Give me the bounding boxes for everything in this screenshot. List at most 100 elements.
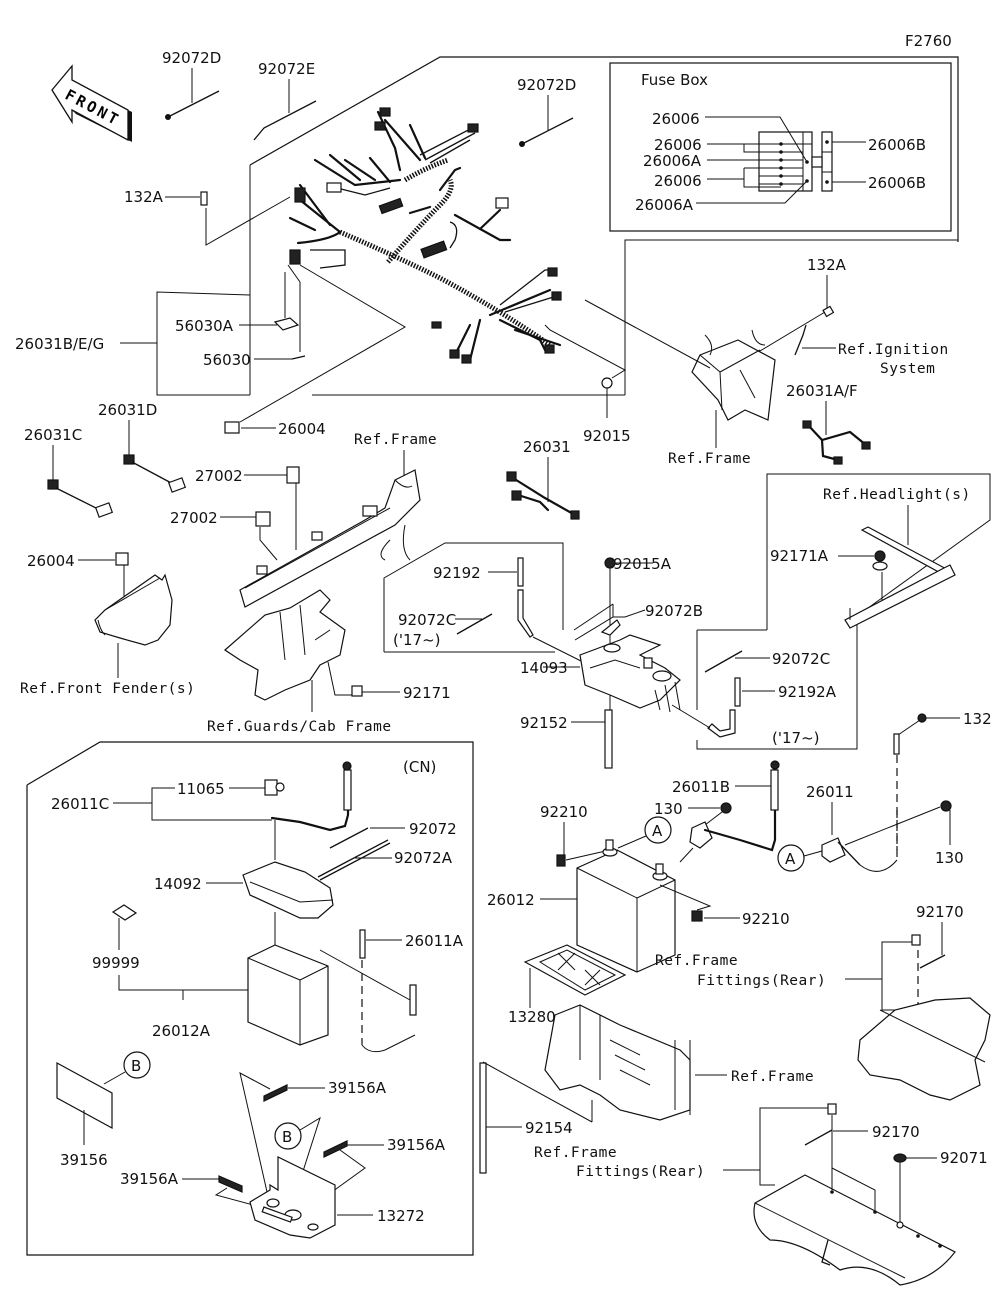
group-frame-17-right — [696, 473, 991, 750]
part-130-2[interactable]: 130 — [935, 800, 964, 867]
part-92072E[interactable]: 92072E — [253, 60, 317, 141]
fuse-box-panel: Fuse Box 26006 26006 26006A 26006 26006A… — [609, 62, 952, 232]
part-label: 130 — [654, 800, 683, 818]
part-92154[interactable]: 92154 — [479, 1061, 593, 1174]
part-56030A[interactable]: 56030A — [175, 272, 300, 335]
part-92071[interactable]: 92071 — [893, 1149, 988, 1225]
reference-label: System — [880, 361, 935, 377]
ref-guards-cab-frame[interactable]: Ref.Guards/Cab Frame — [207, 589, 392, 735]
part-label: 132A — [807, 256, 847, 274]
part-92210-2[interactable]: 92210 — [659, 884, 790, 928]
part-label: 92015A — [613, 555, 672, 573]
reference-label: Ref.Frame — [731, 1069, 814, 1085]
part-92210-1[interactable]: 92210 — [540, 803, 611, 867]
part-26031D[interactable]: 26031D — [98, 401, 187, 493]
part-14092[interactable]: 14092 — [154, 861, 334, 945]
part-92072A[interactable]: 92072A — [317, 839, 453, 881]
ref-frame-3[interactable]: Ref.Frame — [544, 1004, 814, 1121]
part-13280[interactable]: 13280 — [508, 944, 627, 1026]
part-56030[interactable]: 56030 — [203, 264, 306, 369]
callout-letter: B — [131, 1057, 141, 1075]
part-label: 130 — [935, 849, 964, 867]
part-label: 26004 — [27, 552, 75, 570]
part-39156[interactable]: 39156 — [56, 1061, 113, 1169]
part-label: 26031D — [98, 401, 157, 419]
ref-headlight[interactable]: Ref.Headlight(s) — [823, 487, 971, 629]
part-26031AF[interactable]: 26031A/F — [786, 382, 871, 465]
part-26011A[interactable]: 26011A — [319, 929, 464, 1053]
part-26012A[interactable]: 26012A — [152, 944, 329, 1046]
part-92072B[interactable]: 92072B — [573, 602, 703, 641]
part-39156A-3[interactable]: 39156A — [120, 1170, 291, 1216]
fuse-label: 26006 — [654, 136, 702, 154]
reference-label: Fittings(Rear) — [576, 1164, 705, 1180]
part-92171[interactable]: 92171 — [327, 661, 451, 702]
part-92171A[interactable]: 92171A — [770, 547, 888, 600]
part-11065[interactable]: 11065 — [177, 779, 285, 798]
part-132A-1[interactable]: 132A — [124, 188, 291, 246]
reference-label: Ref.Headlight(s) — [823, 487, 971, 503]
part-label: 92171A — [770, 547, 829, 565]
part-14093[interactable]: 14093 — [520, 634, 681, 713]
part-92192A[interactable]: 92192A ('17~) — [671, 677, 837, 747]
part-label: 92171 — [403, 684, 451, 702]
part-132[interactable]: 132 — [893, 710, 992, 850]
part-92170-1[interactable]: 92170 — [857, 903, 991, 1101]
part-130-1[interactable]: 130 — [654, 800, 732, 826]
part-132A-2[interactable]: 132A — [807, 256, 847, 318]
part-92192[interactable]: 92192 — [433, 557, 584, 663]
part-label: 92071 — [940, 1149, 988, 1167]
part-92072C-1[interactable]: 92072C ('17~) — [393, 611, 493, 649]
part-26012[interactable]: 26012 — [487, 839, 676, 973]
part-92072D-2[interactable]: 92072D — [517, 76, 576, 147]
part-label: 39156A — [328, 1079, 387, 1097]
callout-letter: A — [652, 822, 663, 840]
part-label: 92072E — [258, 60, 315, 78]
part-92152[interactable]: 92152 — [520, 709, 613, 769]
part-27002-1[interactable]: 27002 — [195, 466, 300, 550]
part-39156A-1[interactable]: 39156A — [239, 1072, 387, 1206]
part-26031BEG[interactable]: 26031B/E/G — [15, 335, 157, 353]
part-26031C[interactable]: 26031C — [24, 426, 114, 518]
part-label: 26012 — [487, 891, 535, 909]
part-26004-2[interactable]: 26004 — [27, 552, 129, 600]
part-26004-1[interactable]: 26004 — [224, 264, 406, 438]
reference-label: Ref.Ignition — [838, 342, 949, 358]
part-13272[interactable]: 13272 — [249, 1156, 425, 1239]
fuse-label: 26006A — [635, 196, 694, 214]
part-92072[interactable]: 92072 — [329, 820, 457, 849]
fuse-box-title: Fuse Box — [641, 71, 708, 89]
callout-b-2: B — [274, 1116, 321, 1191]
ref-frame-2[interactable]: Ref.Frame — [239, 432, 437, 608]
ref-frame-fittings-1[interactable]: Ref.Frame Fittings(Rear) — [655, 941, 915, 1011]
part-label: 92072C — [772, 650, 830, 668]
ref-front-fender[interactable]: Ref.Front Fender(s) — [20, 573, 195, 697]
part-label: 26011C — [51, 795, 109, 813]
ref-frame-fittings-2[interactable]: Ref.Frame Fittings(Rear) — [534, 1107, 830, 1186]
part-26011B[interactable]: 26011B — [672, 760, 780, 863]
part-26031[interactable]: 26031 — [506, 438, 580, 520]
part-label: 11065 — [177, 780, 225, 798]
part-label: 26011A — [405, 932, 464, 950]
reference-label: Ref.Guards/Cab Frame — [207, 719, 392, 735]
part-26011[interactable]: 26011 — [806, 783, 941, 872]
part-92015[interactable]: 92015 — [544, 324, 631, 445]
main-wire-harness[interactable] — [288, 107, 562, 364]
part-label: 132 — [963, 710, 992, 728]
part-label: 92192 — [433, 564, 481, 582]
callout-letter: B — [282, 1128, 292, 1146]
part-92072D-1[interactable]: 92072D — [162, 49, 221, 120]
part-label: 92210 — [540, 803, 588, 821]
group-frame-17-left — [383, 542, 564, 653]
cn-group-frame: (CN) — [26, 741, 474, 1256]
part-27002-2[interactable]: 27002 — [170, 509, 278, 561]
part-26011C[interactable]: 26011C — [51, 761, 352, 860]
part-92072C-2[interactable]: 92072C — [704, 650, 830, 673]
part-label: 26012A — [152, 1022, 211, 1040]
part-92170-2[interactable]: 92170 — [804, 1103, 920, 1190]
ref-frame-1[interactable]: Ref.Frame — [584, 299, 776, 467]
part-99999[interactable]: 99999 — [92, 904, 248, 991]
ref-ignition[interactable]: Ref.Ignition System — [744, 311, 949, 377]
front-arrow-icon: FRONT — [51, 64, 132, 142]
part-label: 92015 — [583, 427, 631, 445]
